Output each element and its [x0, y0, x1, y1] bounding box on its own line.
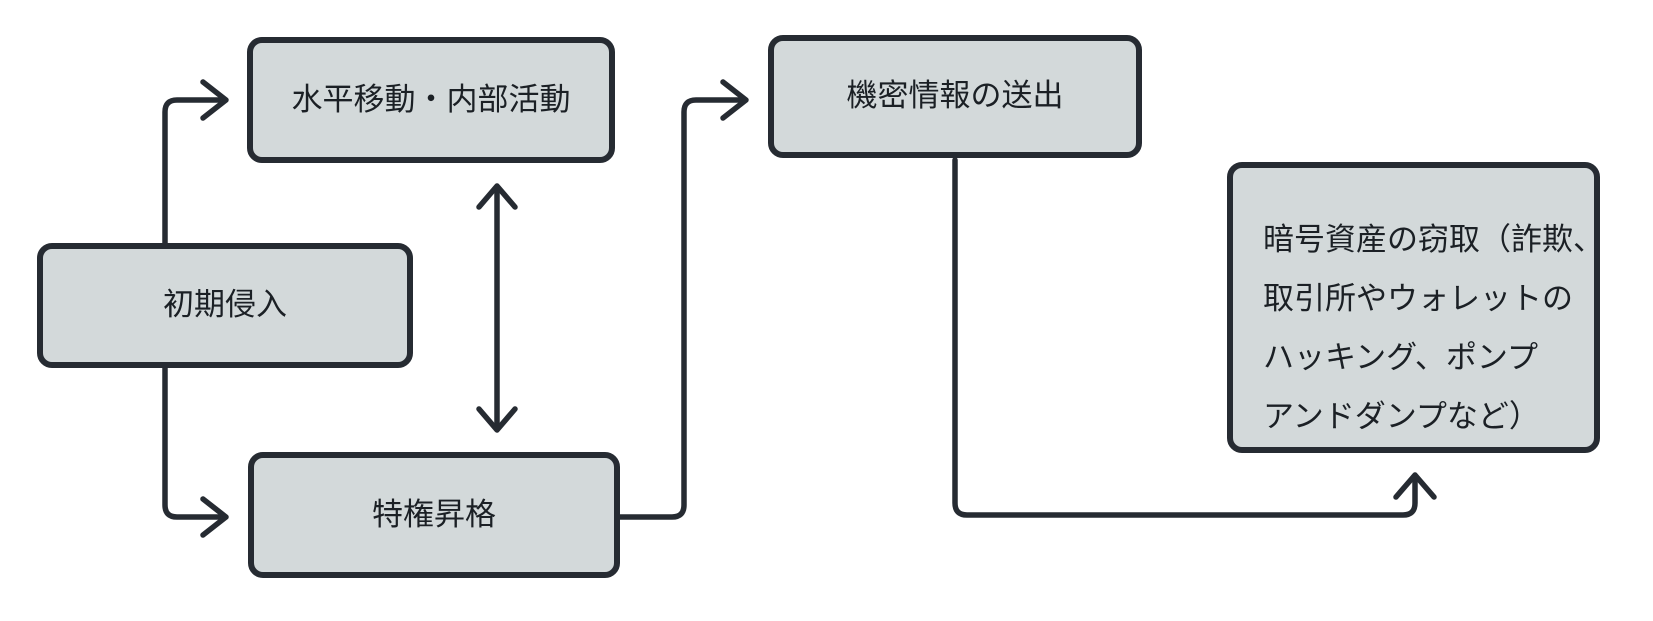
node-lateral-movement: 水平移動・内部活動 [247, 37, 615, 163]
edge-privilege-to-exfil [617, 79, 749, 520]
node-label: 特権昇格 [372, 496, 496, 532]
edge-initial-to-privilege [162, 365, 229, 538]
arrow-right-icon [200, 496, 229, 538]
node-label-line: 暗号資産の窃取（詐欺、 [1263, 222, 1604, 257]
node-crypto-theft: 暗号資産の窃取（詐欺、 取引所やウォレットの ハッキング、ポンプ アンドダンプな… [1227, 162, 1604, 453]
node-data-exfiltration: 機密情報の送出 [768, 35, 1142, 158]
arrow-up-icon [476, 183, 518, 210]
arrow-up-icon [1393, 472, 1437, 500]
arrow-right-icon [720, 79, 749, 121]
node-privilege-escalation: 特権昇格 [248, 452, 620, 578]
arrow-down-icon [476, 406, 518, 433]
edge-exfil-to-crypto [952, 157, 1437, 518]
edge-initial-to-lateral [162, 79, 229, 246]
node-label-line: ハッキング、ポンプ [1263, 340, 1538, 375]
arrow-right-icon [200, 79, 229, 121]
node-label-line: アンドダンプなど） [1263, 399, 1540, 434]
node-initial-intrusion: 初期侵入 [37, 243, 413, 368]
node-label: 水平移動・内部活動 [291, 81, 571, 117]
node-label: 初期侵入 [163, 287, 287, 323]
node-label-line: 取引所やウォレットの [1263, 281, 1573, 316]
node-label: 機密情報の送出 [846, 78, 1064, 114]
edge-lateral-privilege-double-arrow [476, 183, 518, 433]
